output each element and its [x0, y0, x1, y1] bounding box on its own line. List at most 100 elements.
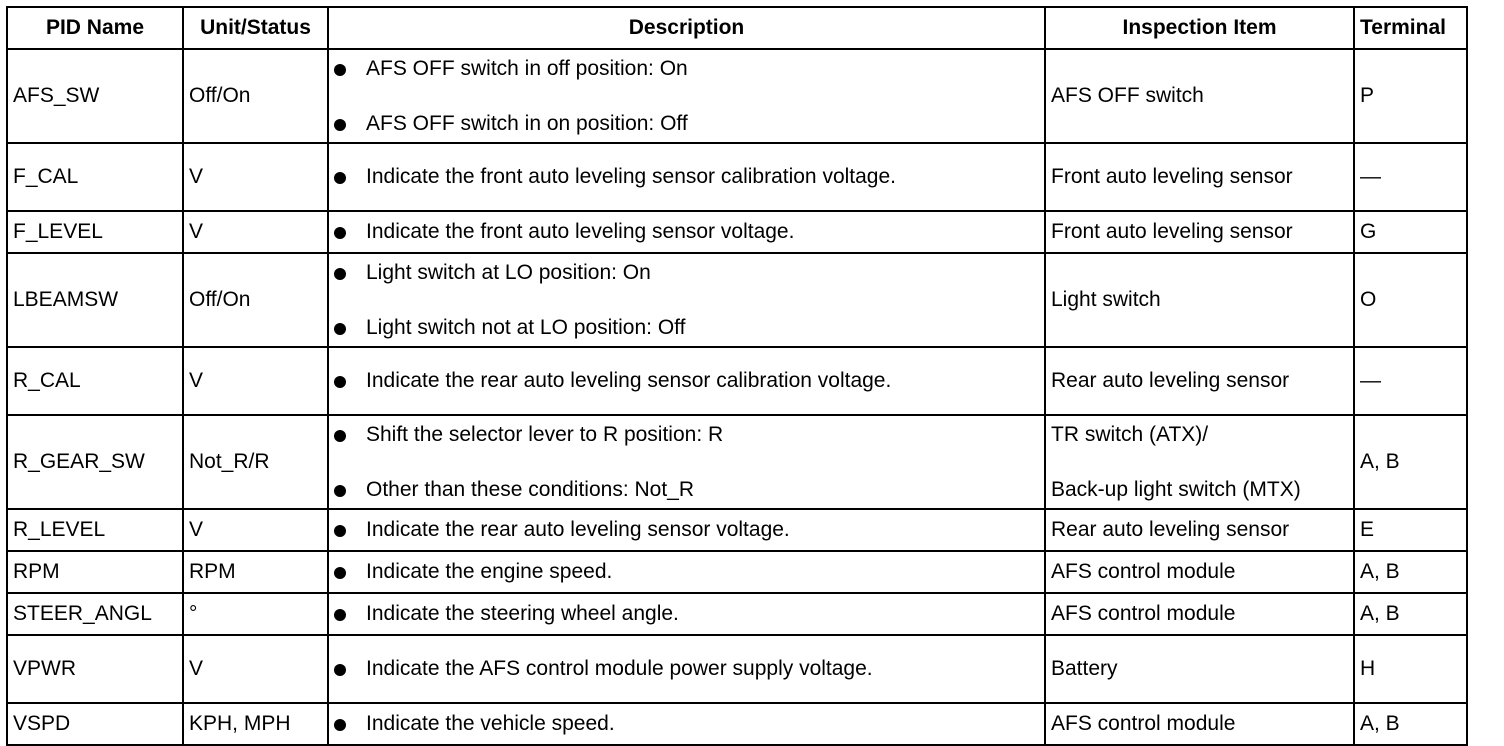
description-bullet-item: AFS OFF switch in on position: Off	[334, 111, 1039, 136]
description-cell: Indicate the rear auto leveling sensor c…	[327, 346, 1046, 416]
description-bullet-item: Shift the selector lever to R position: …	[334, 422, 1039, 447]
terminal-cell: H	[1353, 634, 1468, 704]
description-bullet-item: Indicate the steering wheel angle.	[334, 601, 1039, 626]
description-bullet-item: Other than these conditions: Not_R	[334, 477, 1039, 502]
unit-status-cell: KPH, MPH	[182, 702, 329, 746]
inspection-item-text: AFS control module	[1051, 560, 1236, 584]
bullet-icon	[334, 227, 346, 240]
inspection-item-text: Battery	[1051, 657, 1118, 681]
unit-status-cell: °	[182, 592, 329, 636]
pid-name-cell: F_CAL	[6, 142, 184, 212]
inspection-item-cell: Rear auto leveling sensor	[1044, 508, 1355, 552]
inspection-item-text: AFS control module	[1051, 712, 1236, 736]
pid-name-cell: R_LEVEL	[6, 508, 184, 552]
inspection-item-text: TR switch (ATX)/	[1051, 422, 1209, 446]
unit-status-cell: V	[182, 508, 329, 552]
description-cell: Shift the selector lever to R position: …	[327, 414, 1046, 510]
bullet-icon	[334, 119, 346, 131]
inspection-item-cell: Light switch	[1044, 252, 1355, 348]
bullet-icon	[334, 323, 346, 335]
unit-status-cell: V	[182, 142, 329, 212]
description-cell: Indicate the engine speed.	[327, 550, 1046, 594]
bullet-icon	[334, 664, 346, 677]
description-text: Shift the selector lever to R position: …	[366, 422, 724, 446]
inspection-item-text: Rear auto leveling sensor	[1051, 369, 1290, 393]
terminal-cell: A, B	[1353, 702, 1468, 746]
header-description: Description	[327, 6, 1046, 50]
unit-status-cell: Off/On	[182, 252, 329, 348]
pid-name-cell: R_CAL	[6, 346, 184, 416]
description-bullet-item: Indicate the rear auto leveling sensor c…	[334, 368, 1039, 393]
inspection-item-text: AFS control module	[1051, 602, 1236, 626]
inspection-item-text: Front auto leveling sensor	[1051, 165, 1293, 189]
inspection-item-cell: Front auto leveling sensor	[1044, 142, 1355, 212]
inspection-item-cell: AFS OFF switch	[1044, 48, 1355, 144]
description-bullet-item: Indicate the front auto leveling sensor …	[334, 164, 1039, 189]
terminal-cell: —	[1353, 346, 1468, 416]
inspection-item-cell: Front auto leveling sensor	[1044, 210, 1355, 254]
description-text: Indicate the steering wheel angle.	[366, 602, 679, 626]
inspection-item-text: Front auto leveling sensor	[1051, 220, 1293, 244]
table-header: PID Name Unit/Status Description Inspect…	[6, 6, 1468, 50]
bullet-icon	[334, 567, 346, 580]
description-cell: Indicate the AFS control module power su…	[327, 634, 1046, 704]
terminal-cell: E	[1353, 508, 1468, 552]
unit-status-cell: V	[182, 210, 329, 254]
inspection-item-text: Back-up light switch (MTX)	[1051, 478, 1301, 501]
description-text: Indicate the rear auto leveling sensor v…	[366, 518, 790, 542]
description-text: AFS OFF switch in off position: On	[366, 56, 688, 80]
description-bullet-item: Indicate the engine speed.	[334, 559, 1039, 584]
inspection-item-cell: AFS control module	[1044, 550, 1355, 594]
bullet-icon	[334, 525, 346, 538]
pid-table: PID Name Unit/Status Description Inspect…	[6, 6, 1468, 746]
terminal-cell: A, B	[1353, 550, 1468, 594]
table-row: STEER_ANGL°Indicate the steering wheel a…	[6, 592, 1468, 636]
inspection-item-text: AFS OFF switch	[1051, 84, 1204, 108]
description-text: Indicate the front auto leveling sensor …	[366, 220, 795, 244]
terminal-cell: A, B	[1353, 414, 1468, 510]
inspection-item-cell: Rear auto leveling sensor	[1044, 346, 1355, 416]
description-bullet-item: Light switch not at LO position: Off	[334, 315, 1039, 340]
header-unit-status: Unit/Status	[182, 6, 329, 50]
terminal-cell: P	[1353, 48, 1468, 144]
unit-status-cell: Off/On	[182, 48, 329, 144]
description-cell: Indicate the steering wheel angle.	[327, 592, 1046, 636]
description-cell: Indicate the vehicle speed.	[327, 702, 1046, 746]
description-bullet-item: Indicate the vehicle speed.	[334, 711, 1039, 736]
terminal-cell: O	[1353, 252, 1468, 348]
description-cell: Indicate the rear auto leveling sensor v…	[327, 508, 1046, 552]
description-text: Light switch not at LO position: Off	[366, 316, 686, 339]
description-bullet-item: AFS OFF switch in off position: On	[334, 56, 1039, 81]
pid-name-cell: VPWR	[6, 634, 184, 704]
header-row: PID Name Unit/Status Description Inspect…	[6, 6, 1468, 50]
unit-status-cell: Not_R/R	[182, 414, 329, 510]
bullet-icon	[334, 267, 346, 280]
pid-name-cell: RPM	[6, 550, 184, 594]
description-cell: Indicate the front auto leveling sensor …	[327, 210, 1046, 254]
inspection-item-text: Light switch	[1051, 288, 1161, 312]
bullet-icon	[334, 609, 346, 622]
description-bullet-item: Indicate the rear auto leveling sensor v…	[334, 517, 1039, 542]
inspection-item-cell: AFS control module	[1044, 702, 1355, 746]
bullet-icon	[334, 485, 346, 497]
inspection-item-text: Rear auto leveling sensor	[1051, 518, 1290, 542]
bullet-icon	[334, 376, 346, 389]
bullet-icon	[334, 172, 346, 185]
description-cell: Indicate the front auto leveling sensor …	[327, 142, 1046, 212]
terminal-cell: —	[1353, 142, 1468, 212]
pid-name-cell: F_LEVEL	[6, 210, 184, 254]
inspection-item-cell: AFS control module	[1044, 592, 1355, 636]
description-text: Indicate the AFS control module power su…	[366, 657, 873, 681]
description-text: Indicate the engine speed.	[366, 560, 613, 584]
